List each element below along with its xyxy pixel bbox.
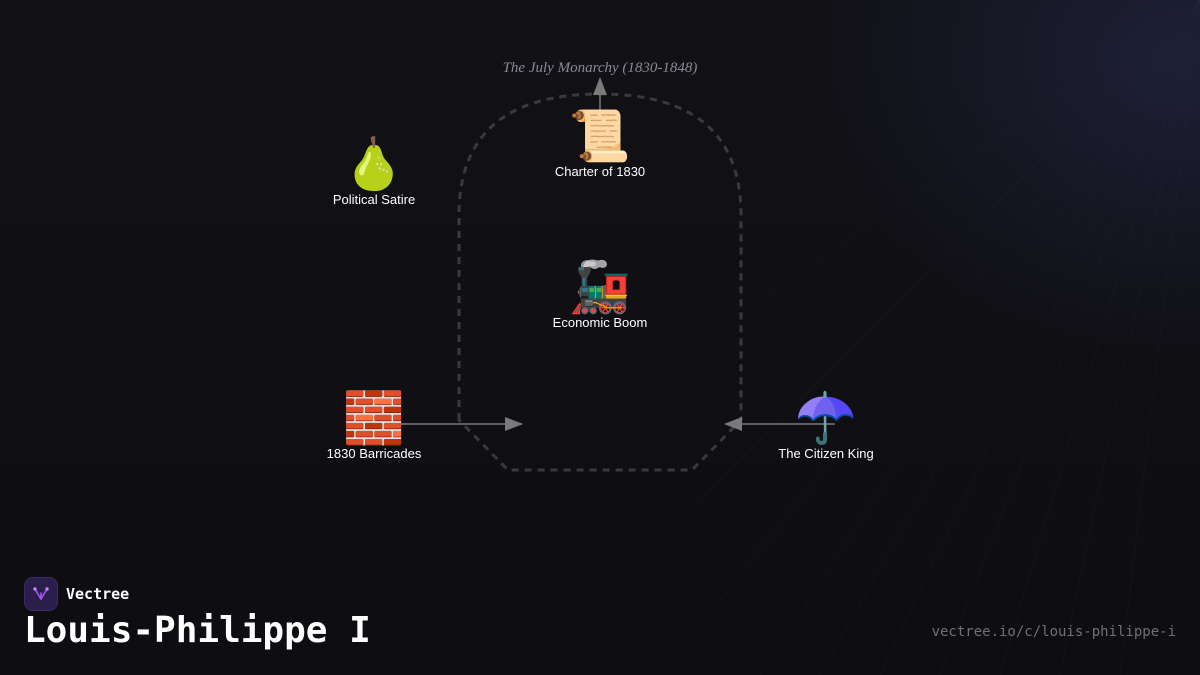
node-economic-boom[interactable]: 🚂 Economic Boom	[510, 259, 690, 330]
node-label: Political Satire	[332, 192, 416, 207]
vectree-logo-icon	[24, 577, 58, 611]
page-title: Louis-Philippe I	[24, 610, 371, 651]
page-url[interactable]: vectree.io/c/louis-philippe-i	[931, 624, 1176, 640]
group-title: The July Monarchy (1830-1848)	[502, 60, 698, 76]
brand-name: Vectree	[66, 585, 130, 603]
node-charter-of-1830[interactable]: 📜 Charter of 1830	[510, 108, 690, 179]
brand[interactable]: Vectree	[24, 577, 129, 611]
scroll-icon: 📜	[568, 107, 632, 165]
node-label: The Citizen King	[778, 446, 874, 461]
brick-icon: 🧱	[342, 389, 406, 447]
group-boundary	[457, 92, 743, 472]
umbrella-icon: ☂️	[794, 389, 858, 447]
node-1830-barricades[interactable]: 🧱 1830 Barricades	[284, 390, 464, 461]
node-the-citizen-king[interactable]: ☂️ The Citizen King	[736, 390, 916, 461]
tree-icon	[33, 587, 49, 600]
pear-icon: 🍐	[342, 135, 406, 193]
node-label: Charter of 1830	[554, 164, 646, 179]
node-label: 1830 Barricades	[326, 446, 422, 461]
node-political-satire[interactable]: 🍐 Political Satire	[284, 136, 464, 207]
locomotive-icon: 🚂	[568, 258, 632, 316]
node-label: Economic Boom	[552, 315, 648, 330]
